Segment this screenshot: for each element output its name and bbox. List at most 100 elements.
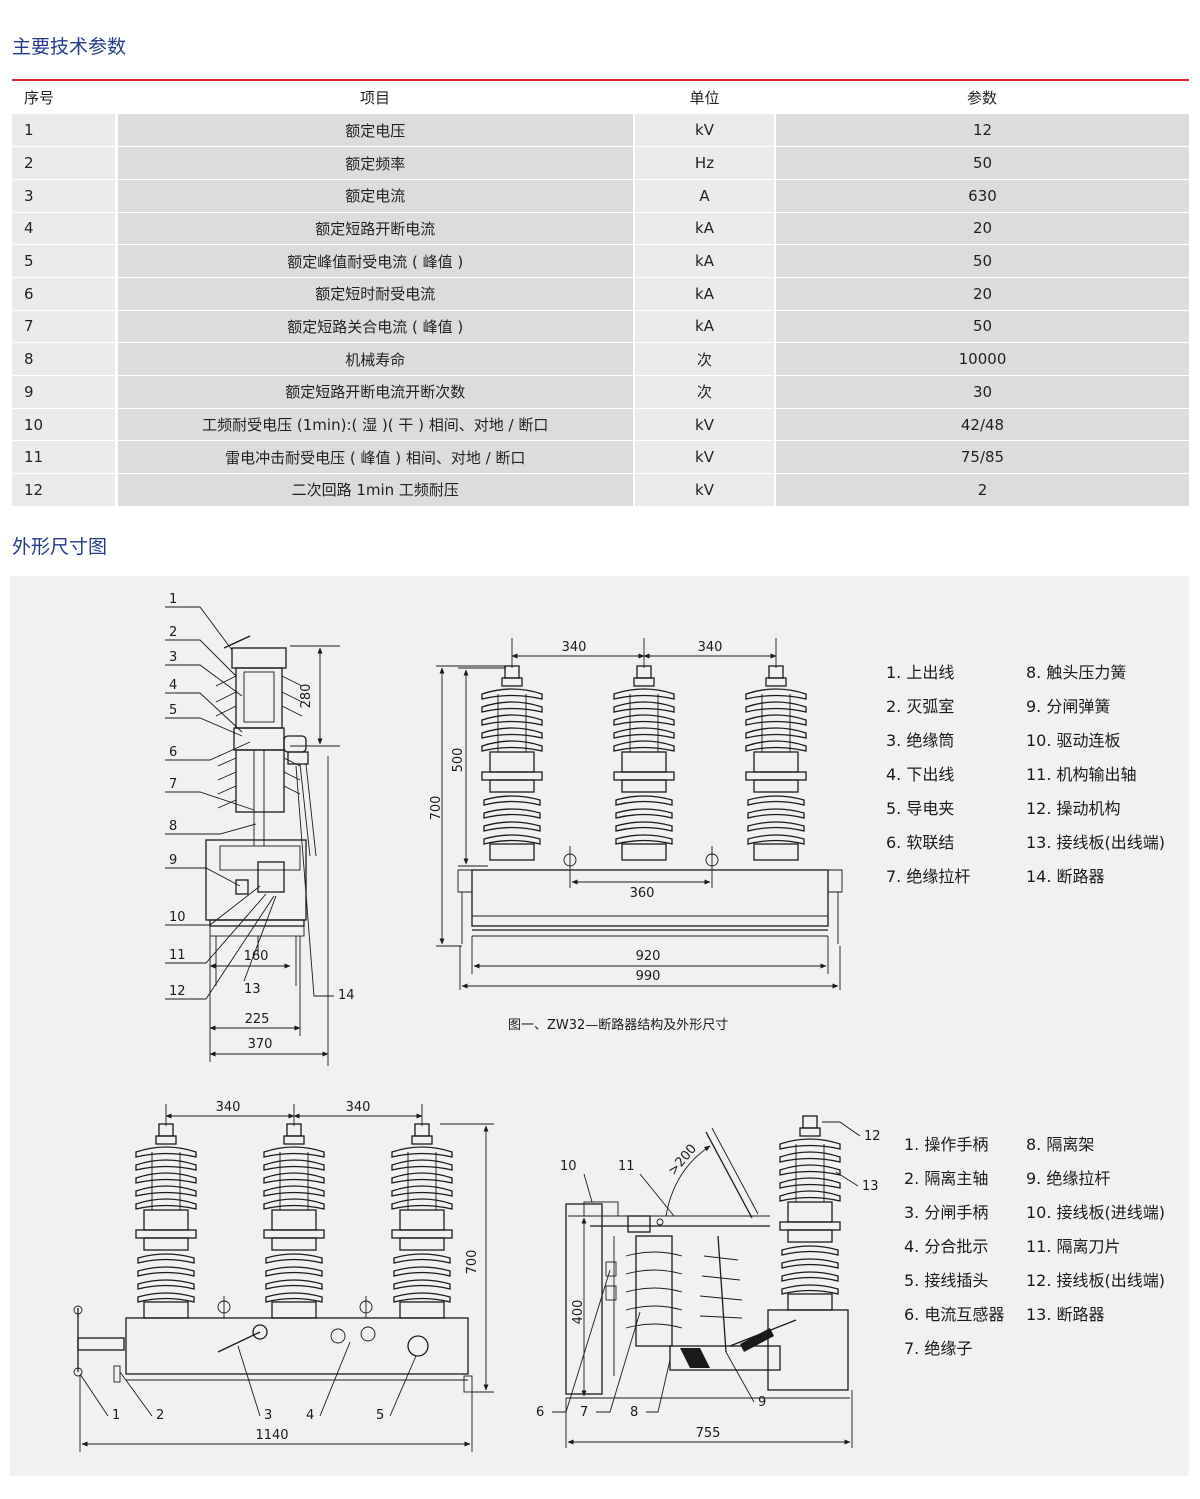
row-value: 20: [775, 277, 1189, 311]
dim-340-b: 340: [346, 1100, 371, 1115]
row-index: 2: [12, 146, 118, 180]
dim-990: 990: [636, 969, 661, 984]
legend-item: 7. 绝缘子: [904, 1339, 972, 1358]
dim-500: 500: [451, 748, 466, 773]
callout-4: 4: [306, 1408, 314, 1423]
header-value: 参数: [775, 80, 1189, 114]
row-index: 3: [12, 179, 118, 213]
fig1-side-view: 280 160 225 370: [205, 635, 340, 1066]
callout-7: 7: [580, 1405, 588, 1420]
legend-item: 2. 灭弧室: [886, 697, 954, 716]
row-item: 额定短路开断电流: [116, 212, 635, 246]
callout-7: 7: [169, 777, 177, 792]
row-unit: A: [634, 179, 776, 213]
row-item: 机械寿命: [116, 342, 635, 376]
header-unit: 单位: [634, 80, 775, 114]
row-unit: kV: [634, 114, 776, 148]
dim-340-a: 340: [562, 640, 587, 655]
legend-item: 11. 隔离刀片: [1026, 1237, 1121, 1256]
dim-920: 920: [636, 949, 661, 964]
fig2-legend: 1. 操作手柄 2. 隔离主轴 3. 分闸手柄 4. 分合批示 5. 接线插头 …: [904, 1135, 1165, 1358]
dim-370: 370: [248, 1037, 273, 1052]
callout-10: 10: [169, 910, 186, 925]
callout-12: 12: [864, 1129, 881, 1144]
callout-5: 5: [169, 703, 177, 718]
callout-3: 3: [264, 1408, 272, 1423]
dimensions-section-title: 外形尺寸图: [12, 536, 108, 558]
row-index: 12: [12, 473, 118, 507]
row-unit: 次: [634, 375, 776, 409]
row-value: 20: [775, 212, 1189, 246]
callout-8: 8: [169, 819, 177, 834]
row-item: 雷电冲击耐受电压 ( 峰值 ) 相间、对地 / 断口: [116, 440, 635, 475]
callout-2: 2: [169, 625, 177, 640]
legend-item: 11. 机构输出轴: [1026, 765, 1137, 784]
legend-item: 3. 分闸手柄: [904, 1203, 988, 1222]
dim-700: 700: [429, 796, 444, 821]
callout-3: 3: [169, 650, 177, 665]
legend-item: 14. 断路器: [1026, 867, 1105, 886]
fig1-legend: 1. 上出线 2. 灭弧室 3. 绝缘筒 4. 下出线 5. 导电夹 6. 软联…: [886, 663, 1165, 886]
legend-item: 8. 触头压力簧: [1026, 663, 1126, 682]
row-index: 1: [12, 114, 118, 148]
row-item: 额定电压: [116, 114, 635, 148]
legend-item: 6. 电流互感器: [904, 1305, 1004, 1324]
dim-340-a: 340: [216, 1100, 241, 1115]
row-item: 二次回路 1min 工频耐压: [116, 473, 635, 507]
row-value: 630: [775, 179, 1189, 213]
callout-13: 13: [244, 982, 261, 997]
legend-item: 12. 操动机构: [1026, 799, 1121, 818]
callout-12: 12: [169, 984, 186, 999]
row-index: 10: [12, 408, 118, 442]
row-unit: kV: [634, 473, 776, 507]
row-index: 7: [12, 310, 118, 344]
legend-item: 9. 分闸弹簧: [1026, 697, 1110, 716]
fig2-side-view: >200 400 755 6 7 8 9 10 11 12 13: [536, 1115, 881, 1448]
callout-6: 6: [536, 1405, 544, 1420]
dim-400: 400: [571, 1300, 586, 1325]
callout-6: 6: [169, 745, 177, 760]
row-value: 10000: [775, 342, 1189, 376]
dim-700: 700: [465, 1250, 480, 1275]
row-index: 4: [12, 212, 118, 246]
row-item: 额定峰值耐受电流 ( 峰值 ): [116, 244, 635, 278]
dim-225: 225: [245, 1012, 270, 1027]
row-item: 额定短路关合电流 ( 峰值 ): [116, 310, 635, 344]
drawing-panel: 280 160 225 370 1 2 3 4 5 6 7 8 9 10 11 …: [10, 576, 1189, 1476]
legend-item: 10. 驱动连板: [1026, 731, 1121, 750]
row-value: 50: [775, 310, 1189, 344]
row-unit: kV: [634, 440, 776, 475]
header-item: 项目: [116, 80, 634, 114]
fig2-front-view: 340 340 700 1140 1 2 3 4 5: [73, 1100, 494, 1452]
callout-13: 13: [862, 1179, 879, 1194]
legend-item: 6. 软联结: [886, 833, 954, 852]
callout-2: 2: [156, 1408, 164, 1423]
row-index: 9: [12, 375, 118, 409]
row-unit: Hz: [634, 146, 776, 180]
dim-755: 755: [696, 1426, 721, 1441]
callout-11: 11: [618, 1159, 635, 1174]
row-unit: 次: [634, 342, 776, 376]
legend-item: 8. 隔离架: [1026, 1135, 1094, 1154]
row-item: 额定电流: [116, 179, 635, 213]
row-index: 8: [12, 342, 118, 376]
row-unit: kA: [634, 277, 776, 311]
row-item: 额定短路开断电流开断次数: [116, 375, 635, 409]
row-unit: kV: [634, 408, 776, 442]
legend-item: 1. 上出线: [886, 663, 954, 682]
legend-item: 13. 接线板(出线端): [1026, 833, 1165, 852]
callout-14: 14: [338, 988, 355, 1003]
row-value: 2: [775, 473, 1189, 507]
